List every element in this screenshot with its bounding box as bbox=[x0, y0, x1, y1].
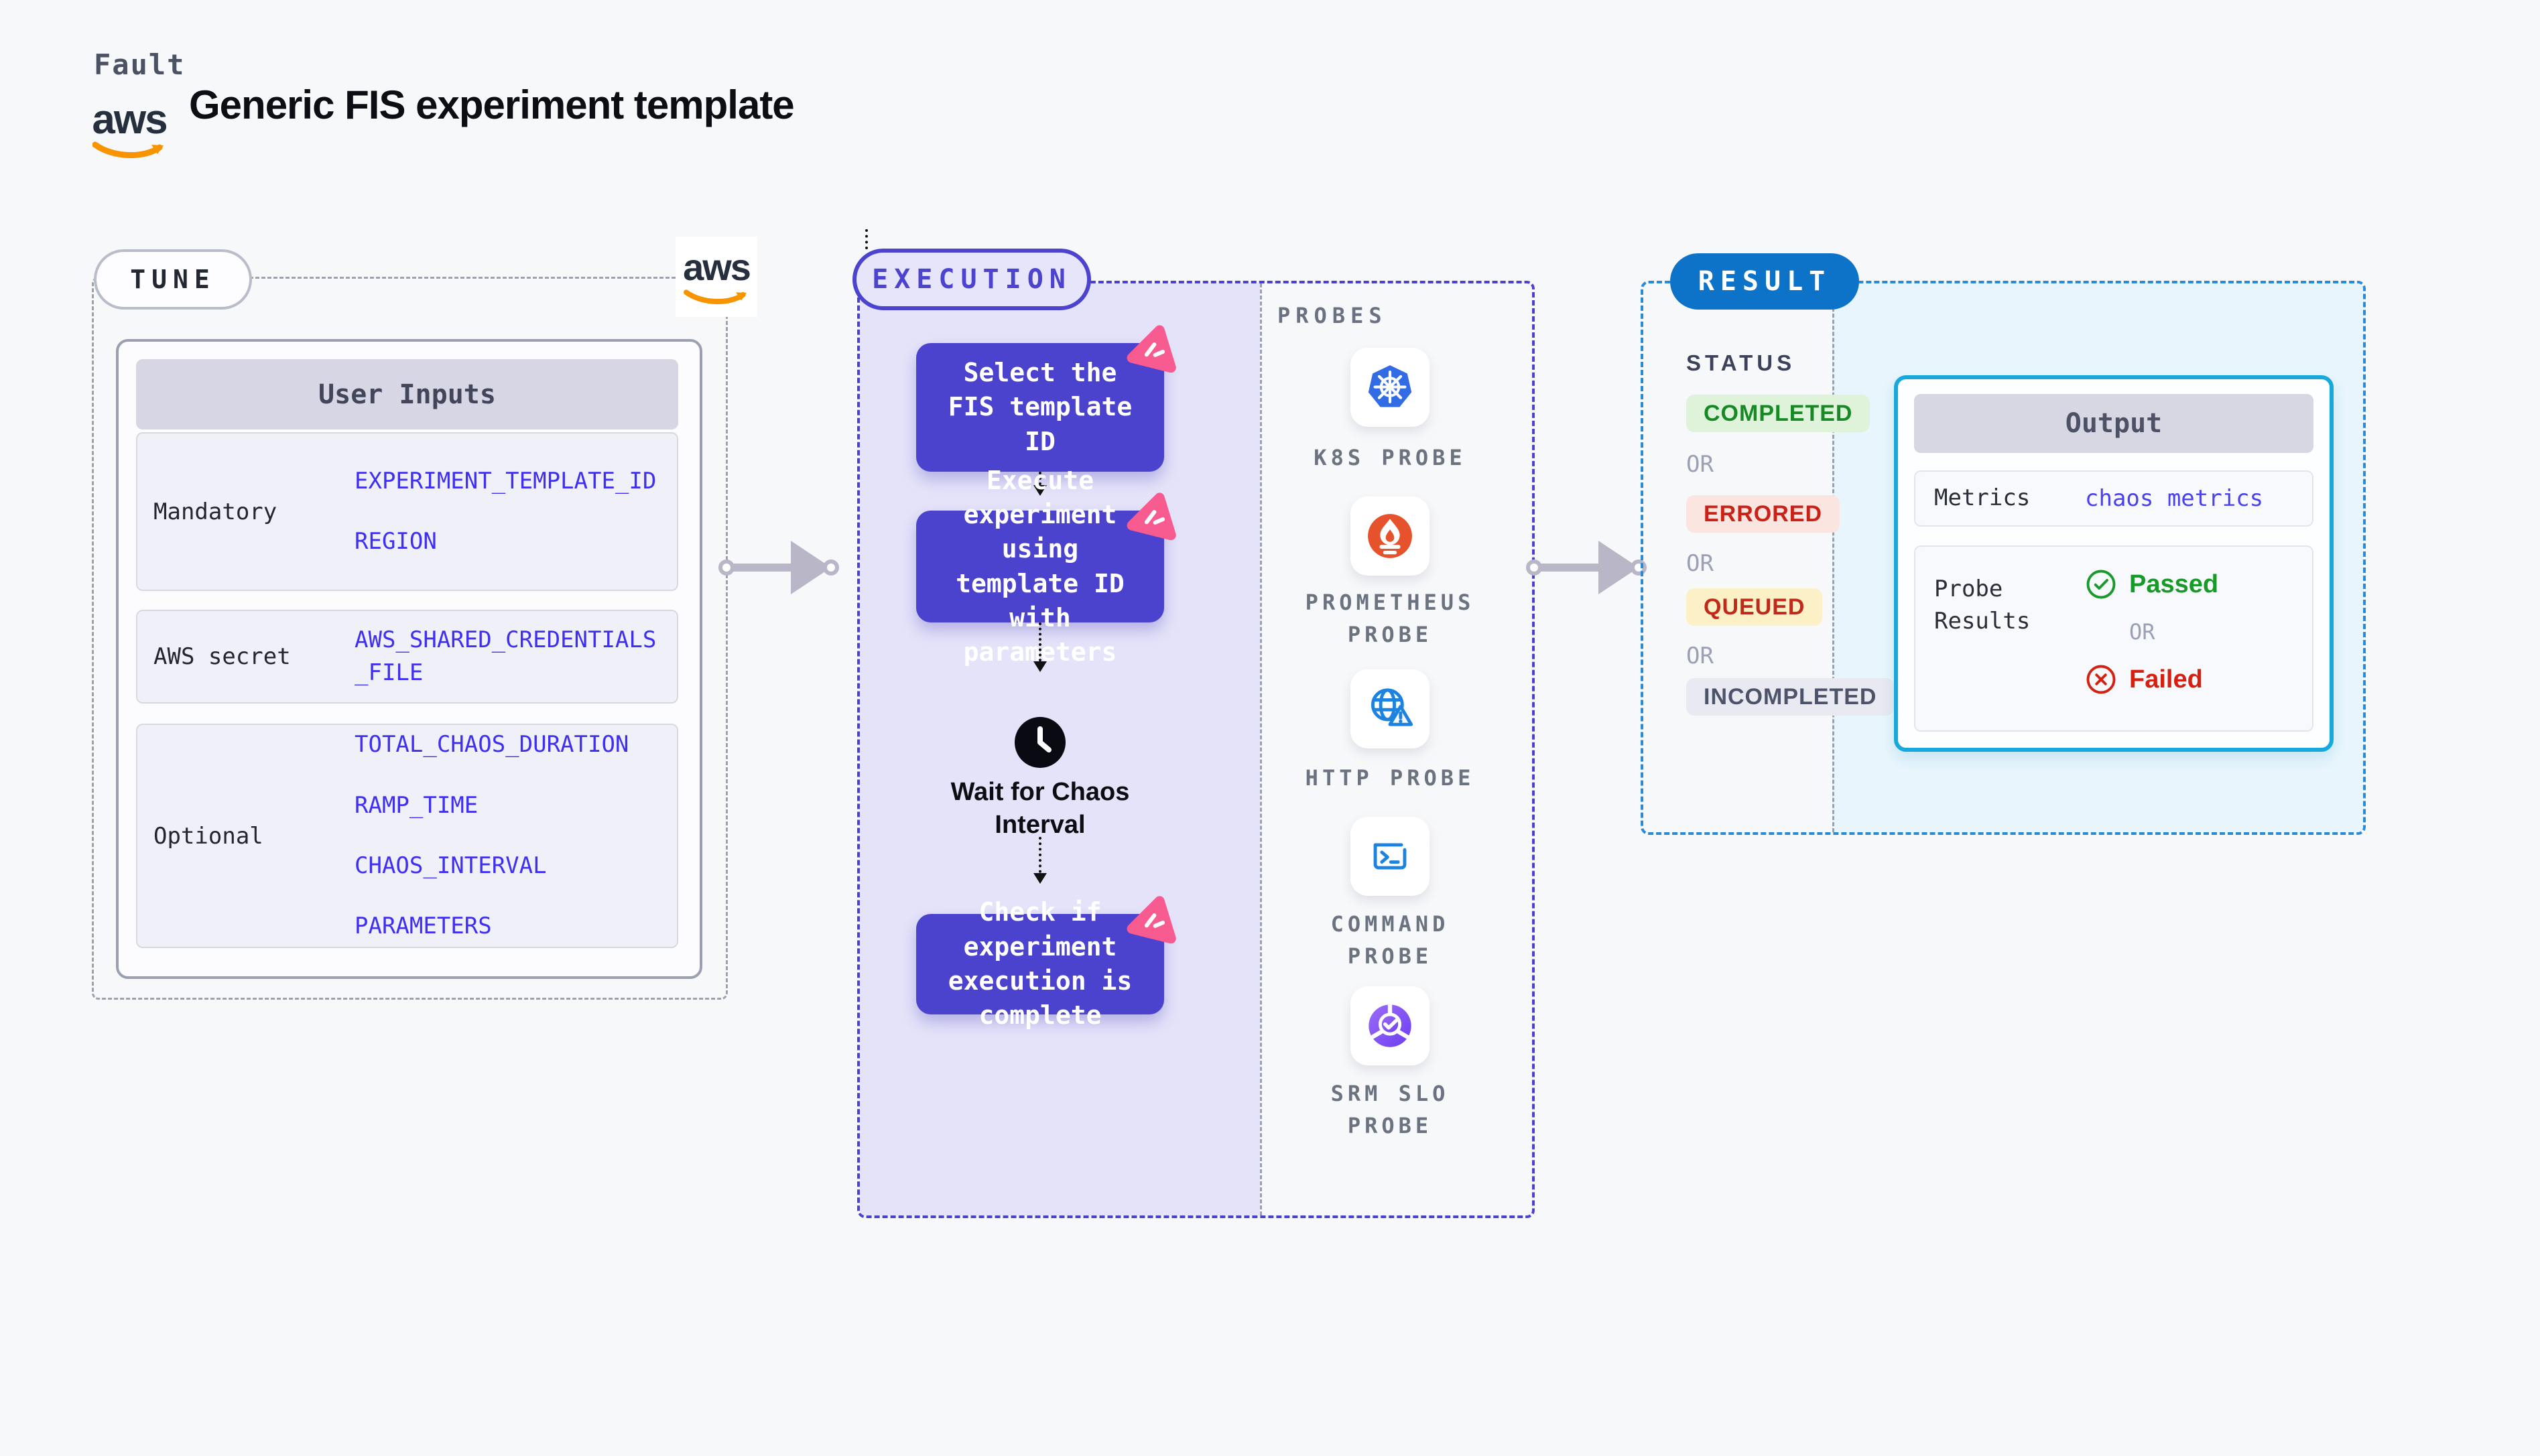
page-title: Generic FIS experiment template bbox=[189, 82, 795, 127]
aws-logo: aws bbox=[89, 99, 170, 163]
http-globe-icon bbox=[1371, 688, 1413, 726]
passed-label: Passed bbox=[2129, 570, 2219, 598]
row-value: PARAMETERS bbox=[355, 913, 492, 940]
result-badge: RESULT bbox=[1670, 253, 1859, 310]
failed-label: Failed bbox=[2129, 665, 2203, 693]
row-value: CHAOS_INTERVAL bbox=[355, 852, 547, 879]
step-check-complete: Check if experiment execution is complet… bbox=[916, 896, 1176, 1030]
tune-section: User Inputs Mandatory EXPERIMENT_TEMPLAT… bbox=[92, 277, 728, 1000]
slo-donut-icon bbox=[1369, 1004, 1411, 1047]
clock-icon bbox=[1015, 717, 1066, 768]
metrics-label: Metrics bbox=[1934, 484, 2031, 512]
result-section: STATUS COMPLETED OR ERRORED OR QUEUED OR… bbox=[1641, 281, 2366, 835]
step-select-template: Select the FIS template ID bbox=[916, 325, 1176, 472]
passed-line: Passed bbox=[2085, 567, 2218, 602]
terminal-icon bbox=[1373, 843, 1407, 870]
probe-label: PROMETHEUS PROBE bbox=[1305, 590, 1475, 647]
aws-logo-text: aws bbox=[92, 96, 168, 143]
step-label: Select the FIS template ID bbox=[948, 358, 1133, 456]
chaos-fault-icon bbox=[1127, 492, 1176, 541]
step-label: Execute experiment using template ID wit… bbox=[956, 465, 1125, 667]
prometheus-icon bbox=[1368, 514, 1412, 558]
user-inputs-header: User Inputs bbox=[136, 359, 678, 429]
probe-tile bbox=[1350, 986, 1430, 1065]
status-badge-errored: ERRORED bbox=[1686, 495, 1840, 533]
flow-connector bbox=[1033, 472, 1047, 496]
probe-label: SRM SLO PROBE bbox=[1330, 1081, 1450, 1138]
table-row-optional: Optional TOTAL_CHAOS_DURATION RAMP_TIME … bbox=[136, 724, 678, 948]
row-label: Mandatory bbox=[153, 498, 277, 525]
connector-arrow bbox=[718, 541, 839, 594]
or-separator: OR bbox=[2129, 619, 2155, 645]
kubernetes-icon bbox=[1368, 365, 1412, 407]
row-value: RAMP_TIME bbox=[355, 791, 479, 819]
row-value: REGION bbox=[355, 528, 437, 555]
step-label: Check if experiment execution is complet… bbox=[948, 897, 1133, 1031]
status-badge-completed: COMPLETED bbox=[1686, 395, 1870, 432]
row-label: AWS secret bbox=[153, 643, 291, 670]
user-inputs-card: User Inputs Mandatory EXPERIMENT_TEMPLAT… bbox=[116, 339, 702, 979]
row-value: EXPERIMENT_TEMPLATE_ID bbox=[355, 467, 657, 494]
output-header: Output bbox=[1914, 394, 2313, 453]
execution-badge: EXECUTION bbox=[852, 249, 1091, 310]
table-row-mandatory: Mandatory EXPERIMENT_TEMPLATE_ID REGION bbox=[136, 432, 678, 591]
probe-label: COMMAND PROBE bbox=[1330, 911, 1450, 969]
metrics-value: chaos metrics bbox=[2085, 485, 2264, 512]
probe-tile bbox=[1350, 817, 1430, 896]
or-separator: OR bbox=[1686, 451, 1714, 478]
probe-label: K8S PROBE bbox=[1314, 445, 1466, 470]
execution-stub-connector bbox=[865, 229, 868, 249]
probe-tile bbox=[1350, 497, 1430, 576]
row-label: Optional bbox=[153, 822, 263, 850]
brand-label: Fault bbox=[94, 48, 186, 81]
result-divider bbox=[1832, 283, 1834, 832]
x-circle-icon bbox=[2086, 665, 2116, 694]
failed-line: Failed bbox=[2085, 662, 2218, 697]
output-row-probe-results: Probe Results Passed OR bbox=[1914, 545, 2313, 732]
execution-section: Select the FIS template ID Execute exper… bbox=[857, 281, 1535, 1218]
flow-connector bbox=[1033, 622, 1047, 672]
row-value: AWS_SHARED_CREDENTIALS_FILE bbox=[355, 626, 657, 686]
probes-heading: PROBES bbox=[1277, 303, 1387, 328]
probe-tile bbox=[1350, 348, 1430, 427]
status-heading: STATUS bbox=[1686, 350, 1796, 375]
status-badge-incompleted: INCOMPLETED bbox=[1686, 678, 1895, 716]
aws-corner-logo: aws bbox=[676, 237, 757, 317]
output-card: Output Metrics chaos metrics Probe Resul… bbox=[1894, 375, 2334, 752]
aws-swoosh-icon bbox=[92, 141, 164, 159]
or-separator: OR bbox=[1686, 550, 1714, 577]
table-row-aws-secret: AWS secret AWS_SHARED_CREDENTIALS_FILE bbox=[136, 610, 678, 704]
check-circle-icon bbox=[2086, 570, 2116, 599]
probe-tile bbox=[1350, 669, 1430, 748]
connector-arrow bbox=[1526, 541, 1647, 594]
probe-label: HTTP PROBE bbox=[1305, 765, 1475, 791]
or-separator: OR bbox=[1686, 643, 1714, 669]
aws-logo-text: aws bbox=[683, 245, 751, 288]
wait-node-label: Wait for Chaos Interval bbox=[950, 778, 1130, 840]
probe-results-label: Probe Results bbox=[1934, 576, 2031, 635]
aws-swoosh-icon bbox=[684, 289, 747, 304]
step-execute-experiment: Execute experiment using template ID wit… bbox=[916, 466, 1176, 667]
execution-probes-divider bbox=[1260, 283, 1262, 1215]
row-value: TOTAL_CHAOS_DURATION bbox=[355, 731, 629, 758]
tune-badge: TUNE bbox=[94, 249, 252, 310]
flow-connector bbox=[1033, 837, 1047, 884]
chaos-fault-icon bbox=[1127, 896, 1176, 944]
status-badge-queued: QUEUED bbox=[1686, 588, 1823, 626]
chaos-fault-icon bbox=[1127, 325, 1176, 373]
output-row-metrics: Metrics chaos metrics bbox=[1914, 470, 2313, 527]
